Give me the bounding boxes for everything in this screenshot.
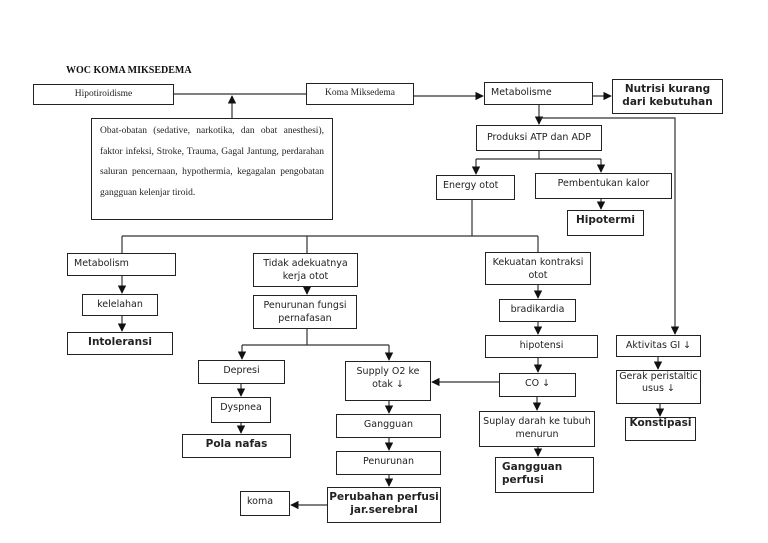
node-penurunan-fungsi: Penurunan fungsi pernafasan <box>253 295 357 329</box>
node-gangguan-perfusi: Gangguan perfusi <box>495 457 594 493</box>
node-supply-o2: Supply O2 ke otak ↓ <box>345 361 431 401</box>
node-penurunan: Penurunan <box>336 451 441 475</box>
node-dyspnea: Dyspnea <box>211 397 271 423</box>
node-metabolisme: Metabolisme <box>484 82 593 105</box>
node-aktivitas-gi: Aktivitas GI ↓ <box>616 335 701 357</box>
node-pembentukan-kalor: Pembentukan kalor <box>535 173 672 199</box>
node-gerak-peristaltic: Gerak peristaltic usus ↓ <box>616 370 701 404</box>
node-produksi-atp: Produksi ATP dan ADP <box>476 125 602 151</box>
node-nutrisi: Nutrisi kurang dari kebutuhan <box>612 79 723 114</box>
node-energy-otot: Energy otot <box>436 175 515 200</box>
node-hipotiroidisme: Hipotiroidisme <box>33 84 174 105</box>
node-intoleransi: Intoleransi <box>67 332 173 355</box>
node-kelelahan: kelelahan <box>82 294 158 316</box>
node-koma: koma <box>240 491 290 516</box>
node-co: CO ↓ <box>499 373 576 397</box>
node-obat-causes: Obat-obatan (sedative, narkotika, dan ob… <box>91 118 333 220</box>
node-kekuatan: Kekuatan kontraksi otot <box>485 252 591 285</box>
node-depresi: Depresi <box>198 360 285 384</box>
node-tidak-adekuat: Tidak adekuatnya kerja otot <box>253 253 358 287</box>
node-hipotensi: hipotensi <box>485 335 598 358</box>
node-metabolism: Metabolism <box>67 253 176 276</box>
node-suplay-darah: Suplay darah ke tubuh menurun <box>479 411 595 447</box>
node-koma-miksedema: Koma Miksedema <box>306 83 414 105</box>
node-perubahan-perfusi: Perubahan perfusi jar.serebral <box>327 487 441 523</box>
node-konstipasi: Konstipasi <box>625 417 696 441</box>
node-hipotermi: Hipotermi <box>567 210 644 236</box>
node-bradikardia: bradikardia <box>499 299 576 322</box>
diagram-title: WOC KOMA MIKSEDEMA <box>66 65 192 76</box>
node-gangguan: Gangguan <box>336 414 441 438</box>
node-pola-nafas: Pola nafas <box>182 434 291 458</box>
